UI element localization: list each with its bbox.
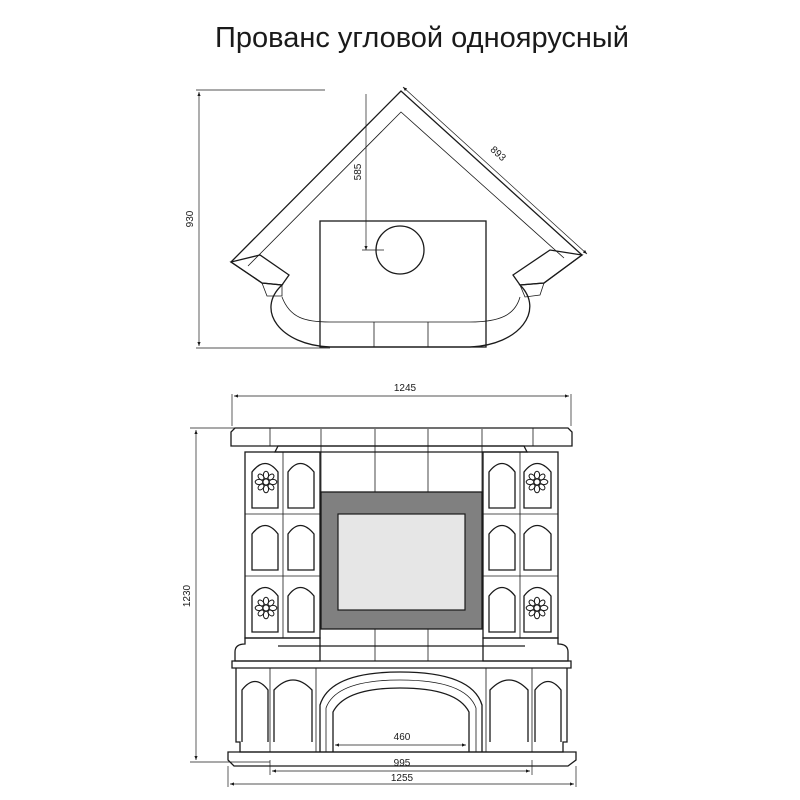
- page-title: Прованс угловой одноярусный: [215, 22, 629, 54]
- dim-plan-height: 930: [185, 210, 196, 227]
- rosette-ornament: [254, 470, 278, 494]
- dim-plan-depth: 585: [353, 163, 364, 180]
- dim-front-top-width: 1245: [394, 383, 417, 394]
- dim-base-outer-width: 1255: [391, 773, 414, 784]
- rosette-ornament: [525, 470, 549, 494]
- dim-base-inner-width: 995: [394, 758, 411, 769]
- firebox-glass: [337, 513, 466, 611]
- plan-view: 585 893 930: [185, 86, 588, 349]
- dim-front-height: 1230: [182, 584, 193, 607]
- rosette-ornament: [525, 596, 549, 620]
- front-view: 1245 1230: [182, 383, 577, 787]
- dim-plan-diagonal: 893: [488, 144, 508, 164]
- rosette-ornament: [254, 596, 278, 620]
- dim-firebox-width: 460: [394, 732, 411, 743]
